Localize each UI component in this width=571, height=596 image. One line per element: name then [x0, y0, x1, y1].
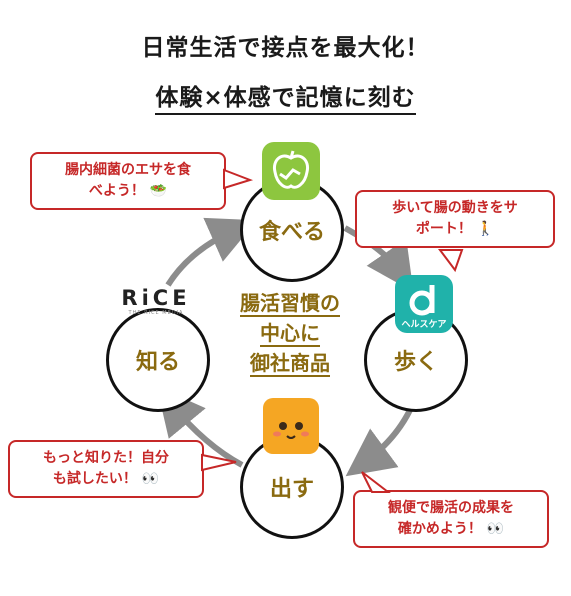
rice-logo: RiCE THE RICE MEDIA — [121, 286, 191, 316]
page-subtitle: 体験×体感で記憶に刻む — [0, 78, 571, 115]
healthcare-app-icon: ヘルスケア — [395, 275, 453, 333]
healthcare-app-label: ヘルスケア — [401, 320, 447, 330]
bubble-out: 観便で腸活の成果を 確かめよう！ 👀 — [353, 490, 549, 548]
page-title: 日常生活で接点を最大化！ — [141, 35, 430, 61]
eyes-icon: 👀 — [486, 521, 505, 537]
arrow-know-to-eat — [165, 217, 257, 287]
arrow-walk-to-out — [345, 408, 413, 477]
node-know: 知る — [106, 308, 210, 412]
apple-app-icon — [262, 142, 320, 200]
bubble-walk: 歩いて腸の動きをサ ポート！ 🚶 — [355, 190, 555, 248]
walking-person-icon: 🚶 — [476, 221, 495, 237]
node-out: 出す — [240, 435, 344, 539]
arrow-eat-to-walk — [343, 225, 414, 292]
poop-character-icon — [263, 398, 319, 454]
eyes-icon: 👀 — [141, 471, 160, 487]
center-label: 腸活習慣の 中心に 御社商品 — [240, 291, 340, 377]
bubble-know: もっと知りた！自分 も試したい！ 👀 — [8, 440, 204, 498]
bubble-eat: 腸内細菌のエサを食 べよう！ 🥗 — [30, 152, 226, 210]
salad-icon: 🥗 — [149, 183, 168, 199]
